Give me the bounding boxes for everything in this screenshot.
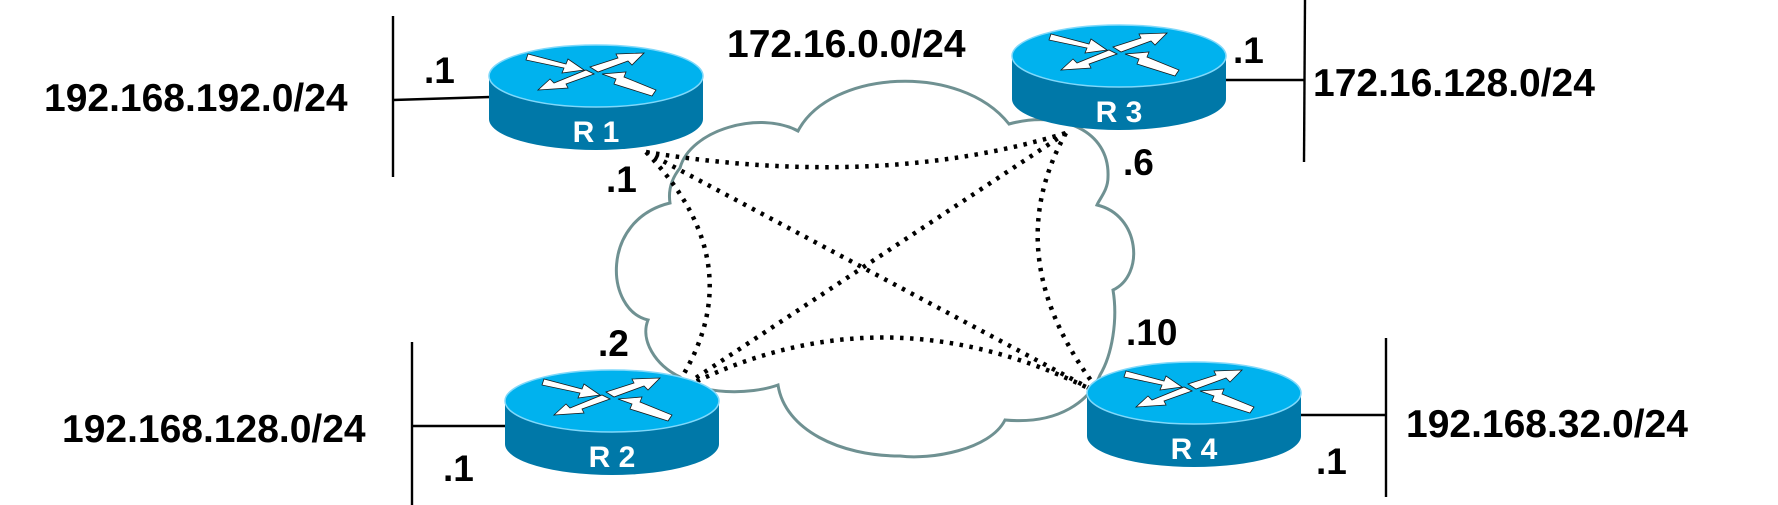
r3-lan-network-label: 172.16.128.0/24 [1313,62,1595,105]
router-r4-label: R 4 [1171,433,1218,466]
lan-segment-r3 [1224,0,1307,163]
r4-lan-network-label: 192.168.32.0/24 [1406,403,1688,446]
r1-lan-interface-label: .1 [424,50,455,91]
r3-wan-interface-label: .6 [1123,142,1154,183]
router-r1[interactable]: R 1 [488,44,704,151]
router-r2[interactable]: R 2 [504,369,720,476]
lan-segment-r1 [391,16,491,177]
vc-r3-r4 [1035,131,1104,397]
r1-wan-interface-label: .1 [606,159,637,200]
router-r3-label: R 3 [1096,96,1143,129]
lan-segment-r2 [410,342,507,505]
router-r2-label: R 2 [589,441,636,474]
router-r4[interactable]: R 4 [1086,361,1302,468]
r1-lan-network-label: 192.168.192.0/24 [44,77,348,120]
r2-lan-network-label: 192.168.128.0/24 [62,408,366,451]
r2-wan-interface-label: .2 [598,323,629,364]
router-r1-label: R 1 [573,116,620,149]
vc-r1-r2 [644,150,712,397]
vc-r1-r4 [644,150,1104,397]
r4-wan-interface-label: .10 [1126,312,1177,353]
r4-lan-interface-label: .1 [1316,441,1347,482]
cloud-network-label: 172.16.0.0/24 [727,23,966,66]
r2-lan-interface-label: .1 [443,448,474,489]
vc-r2-r4 [668,335,1104,397]
virtual-circuits [644,130,1104,397]
router-r3[interactable]: R 3 [1011,24,1227,131]
vc-r1-r3 [645,130,1067,170]
lan-segment-r4 [1299,338,1388,497]
r3-lan-interface-label: .1 [1233,30,1264,71]
